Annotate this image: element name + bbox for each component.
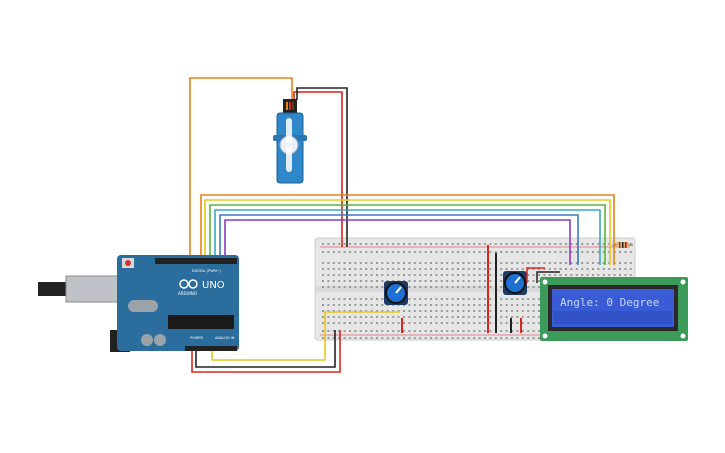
arduino-digital-label: DIGITAL (PWM~) [192, 269, 222, 273]
lcd-text: Angle: 0 Degree [560, 296, 659, 309]
breadboard-jumpers [401, 245, 560, 333]
resistor[interactable] [612, 242, 633, 248]
infinity-logo-icon [179, 279, 198, 289]
arduino-analog-label: ANALOG IN [215, 336, 235, 340]
potentiometer-1[interactable] [384, 281, 408, 305]
arduino-uno-board[interactable]: UNO ARDUINO DIGITAL (PWM~) POWER ANALOG … [38, 255, 239, 352]
arduino-logo: UNO [202, 280, 225, 291]
wires [189, 77, 615, 373]
arduino-brand: ARDUINO [178, 291, 197, 296]
lcd-16x2[interactable]: Angle: 0 Degree [540, 277, 688, 341]
servo-motor[interactable] [273, 99, 307, 184]
arduino-power-label: POWER [190, 336, 204, 340]
potentiometer-2[interactable] [503, 271, 527, 295]
